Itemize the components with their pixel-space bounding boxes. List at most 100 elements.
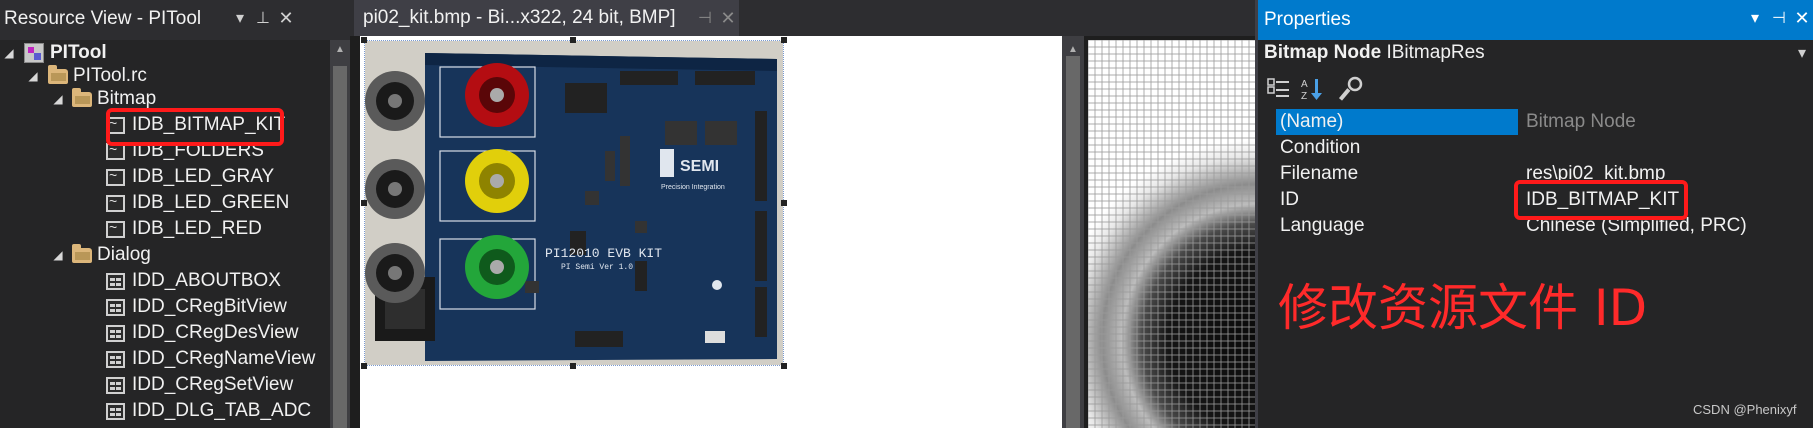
bitmap-icon [106,162,125,188]
tree-item-dialog[interactable]: IDD_ABOUTBOX [0,268,330,294]
editor-tab[interactable] [354,0,739,36]
property-name: Condition [1280,137,1361,158]
tree-item-label: IDD_CRegDesView [132,322,299,343]
board-logo-text: SEMI [680,158,719,175]
resize-handle[interactable] [781,37,787,43]
resize-handle[interactable] [781,363,787,369]
property-row-name[interactable]: (Name) Bitmap Node [1276,109,1813,135]
tree-item-bitmap[interactable]: IDB_BITMAP_KIT [0,110,330,138]
folder-icon [72,88,92,107]
pin-icon[interactable]: ⊥ [256,10,270,27]
chevron-down-icon[interactable]: ▾ [1797,45,1807,62]
resource-tree[interactable]: ◢ PITool ◢ PITool.rc ◢ Bitmap IDB_BITMAP… [0,40,330,428]
resize-handle[interactable] [361,200,367,206]
scrollbar-thumb[interactable] [1066,56,1080,428]
tree-item-rc-file[interactable]: ◢ PITool.rc [0,63,330,89]
tree-item-dialog-folder[interactable]: ◢ Dialog [0,242,330,268]
resize-handle[interactable] [570,363,576,369]
tree-item-label: IDD_CRegNameView [132,348,316,369]
project-icon [24,43,44,63]
scroll-up-arrow-icon[interactable]: ▲ [335,44,345,55]
tree-item-label: Bitmap [97,88,157,109]
property-value[interactable]: Bitmap Node [1526,111,1636,132]
property-value[interactable] [1522,135,1813,161]
board-title: PI12010 EVB KIT [545,246,662,261]
pin-icon[interactable]: ⊣ [1772,10,1786,27]
bitmap-icon [106,188,125,214]
annotation-text: 修改资源文件 ID [1278,279,1648,337]
resize-handle[interactable] [361,37,367,43]
folder-icon [72,244,92,263]
dialog-icon [106,377,125,394]
property-name: Filename [1280,163,1359,184]
tree-item-label: IDB_LED_RED [132,218,262,239]
property-value[interactable]: res\pi02_kit.bmp [1526,163,1666,184]
folder-icon [48,65,68,84]
tree-item-label: Dialog [97,244,151,265]
properties-description-area [1258,240,1813,428]
highlight-box-tree-item [106,108,284,146]
tree-item-dialog[interactable]: IDD_CRegBitView [0,294,330,320]
close-icon[interactable]: ✕ [278,8,294,28]
tree-item-label: IDB_LED_GREEN [132,192,290,213]
expand-icon[interactable]: ◢ [53,248,63,262]
zoomed-pixel-graphic [1088,40,1255,428]
property-row-language[interactable]: Language Chinese (Simplified, PRC) [1276,213,1813,239]
tree-item-dialog[interactable]: IDD_CRegDesView [0,320,330,346]
tree-item-root[interactable]: ◢ PITool [0,40,330,66]
pin-icon[interactable]: ⊣ [698,10,712,27]
categorized-icon[interactable] [1266,76,1292,102]
highlight-box-id-value [1514,180,1688,220]
tree-item-bitmap[interactable]: IDB_LED_GRAY [0,162,330,190]
board-subtitle: PI Semi Ver 1.0 [561,263,633,272]
tree-item-label: IDD_DLG_TAB_ADC [132,400,312,421]
object-type: IBitmapRes [1386,42,1485,63]
tree-item-bitmap[interactable]: IDB_LED_GREEN [0,188,330,216]
tree-item-dialog[interactable]: IDD_CRegNameView [0,346,330,372]
tree-item-dialog[interactable]: IDD_DLG_TAB_ADC [0,398,330,424]
resize-handle[interactable] [781,200,787,206]
tree-item-bitmap[interactable]: IDB_LED_RED [0,214,330,242]
zoomed-pixel-view[interactable] [1088,40,1255,428]
watermark: CSDN @Phenixyf [1693,402,1797,417]
editor-tab-title: pi02_kit.bmp - Bi...x322, 24 bit, BMP] [363,7,676,28]
expand-icon[interactable]: ◢ [4,46,14,60]
property-value[interactable]: IDB_BITMAP_KIT [1526,189,1680,210]
properties-object-selector[interactable]: Bitmap Node IBitmapRes [1264,42,1485,64]
bitmap-icon [106,214,125,240]
close-icon[interactable]: ✕ [720,8,736,28]
resource-view-title: Resource View - PITool [4,8,202,29]
chevron-down-icon[interactable]: ▾ [235,10,245,27]
property-pages-icon[interactable] [1338,76,1364,102]
bitmap-image[interactable]: SEMI Precision Integration PI12010 EVB K… [364,40,784,366]
chevron-down-icon[interactable]: ▾ [1750,10,1760,27]
object-name: Bitmap Node [1264,42,1382,63]
dialog-icon [106,273,125,290]
board-logo-subtitle: Precision Integration [661,184,725,191]
dialog-icon [106,299,125,316]
resize-handle[interactable] [570,37,576,43]
property-value[interactable]: Chinese (Simplified, PRC) [1526,215,1747,236]
property-name: ID [1280,189,1299,210]
dialog-icon [106,325,125,342]
expand-icon[interactable]: ◢ [53,92,63,106]
property-name: (Name) [1276,109,1518,135]
scroll-up-arrow-icon[interactable]: ▲ [1068,44,1078,55]
tree-item-label: IDB_BITMAP_KIT [132,114,286,135]
tree-item-bitmap-folder[interactable]: ◢ Bitmap [0,86,330,112]
property-row-id[interactable]: ID IDB_BITMAP_KIT [1276,187,1813,213]
tree-item-label: IDD_CRegBitView [132,296,287,317]
tree-item-dialog[interactable]: IDD_CRegSetView [0,372,330,398]
properties-header [1258,0,1813,40]
property-row-filename[interactable]: Filename res\pi02_kit.bmp [1276,161,1813,187]
tree-item-label: IDB_LED_GRAY [132,166,275,187]
scrollbar-thumb[interactable] [333,66,347,428]
property-name: Language [1280,215,1365,236]
close-icon[interactable]: ✕ [1794,8,1810,28]
dialog-icon [106,403,125,420]
expand-icon[interactable]: ◢ [28,69,38,83]
resize-handle[interactable] [361,363,367,369]
svg-text:A: A [1301,79,1308,90]
property-row-condition[interactable]: Condition [1276,135,1813,161]
